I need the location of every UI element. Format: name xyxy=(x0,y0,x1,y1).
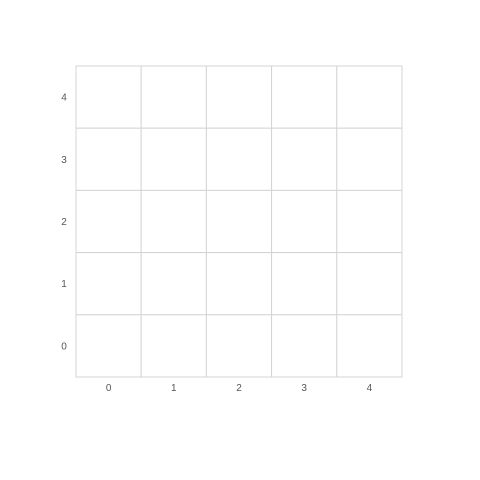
grid-cell-r4-c0 xyxy=(75,65,142,129)
grid-cell-r4-c2 xyxy=(205,65,273,129)
y-tick-label: 1 xyxy=(61,279,67,290)
grid-cell-r0-c4 xyxy=(336,314,403,378)
grid-cell-r3-c0 xyxy=(75,127,142,191)
grid-cell-r0-c3 xyxy=(271,314,338,378)
grid-cells xyxy=(75,65,403,378)
grid-cell-r0-c0 xyxy=(75,314,142,378)
grid-cell-r2-c2 xyxy=(205,189,273,254)
y-tick-label: 4 xyxy=(61,93,67,104)
y-tick-label: 3 xyxy=(61,155,67,166)
grid-cell-r2-c3 xyxy=(271,189,338,254)
x-tick-label: 1 xyxy=(171,383,177,394)
grid-cell-r3-c3 xyxy=(271,127,338,191)
y-axis-tick-labels: 0 1 2 3 4 xyxy=(61,93,67,353)
grid-cell-r1-c3 xyxy=(271,252,338,316)
grid-cell-r4-c3 xyxy=(271,65,338,129)
grid-cell-r0-c2 xyxy=(205,314,273,378)
grid-cell-r4-c1 xyxy=(140,65,207,129)
grid-cell-r3-c4 xyxy=(336,127,403,191)
x-tick-label: 2 xyxy=(236,383,242,394)
grid-cell-r3-c2 xyxy=(205,127,273,191)
y-tick-label: 0 xyxy=(61,341,67,352)
grid-cell-r2-c0 xyxy=(75,189,142,254)
grid-cell-r3-c1 xyxy=(140,127,207,191)
grid-cell-r1-c1 xyxy=(140,252,207,316)
grid-cell-r2-c4 xyxy=(336,189,403,254)
grid-cell-r1-c0 xyxy=(75,252,142,316)
x-tick-label: 0 xyxy=(106,383,112,394)
x-axis-tick-labels: 0 1 2 3 4 xyxy=(106,383,373,394)
grid-cell-r0-c1 xyxy=(140,314,207,378)
grid-cell-r1-c4 xyxy=(336,252,403,316)
grid-cell-r2-c1 xyxy=(140,189,207,254)
x-tick-label: 4 xyxy=(367,383,373,394)
y-tick-label: 2 xyxy=(61,217,67,228)
grid-cell-r4-c4 xyxy=(336,65,403,129)
grid-cell-r1-c2 xyxy=(205,252,273,316)
x-tick-label: 3 xyxy=(301,383,307,394)
